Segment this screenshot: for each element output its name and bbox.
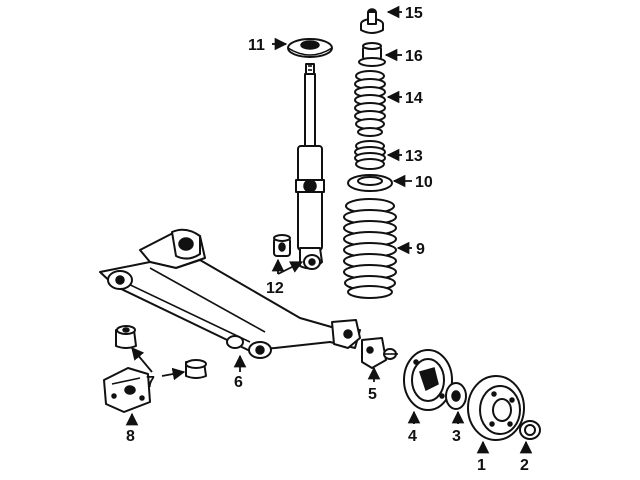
part-11-strut-mount — [287, 38, 333, 58]
callout-10: 10 — [415, 174, 433, 191]
part-3-bearing — [445, 382, 467, 410]
callout-4: 4 — [408, 428, 417, 445]
shock-absorber — [295, 63, 325, 270]
callout-1: 1 — [477, 457, 486, 474]
part-2-dust-cap — [519, 420, 541, 440]
part-1-brake-drum — [467, 375, 525, 441]
part-14-dust-boot — [354, 70, 386, 137]
part-9-coil-spring — [343, 198, 397, 299]
part-16-bump-stop — [358, 42, 386, 67]
callout-8: 8 — [126, 428, 135, 445]
part-8-bracket — [103, 367, 151, 413]
leader-lines — [125, 5, 533, 454]
callout-6: 6 — [234, 374, 243, 391]
callout-7: 7 — [146, 374, 155, 391]
part-6-axle-beam — [99, 228, 361, 359]
callout-11: 11 — [248, 37, 265, 54]
part-10-spring-seat — [347, 174, 393, 192]
callout-13: 13 — [405, 148, 423, 165]
callout-3: 3 — [452, 428, 461, 445]
part-12-bushings — [273, 234, 291, 257]
part-13-lower-boot — [354, 140, 386, 170]
callout-16: 16 — [405, 48, 423, 65]
callout-2: 2 — [520, 457, 529, 474]
callout-12: 12 — [266, 280, 284, 297]
part-4-backing-plate — [403, 349, 453, 411]
callout-9: 9 — [416, 241, 425, 258]
callout-14: 14 — [405, 90, 423, 107]
callout-15: 15 — [405, 5, 423, 22]
part-7-bushings — [115, 325, 207, 379]
part-5-stub-axle — [361, 337, 398, 369]
callout-5: 5 — [368, 386, 377, 403]
part-15-cap — [360, 8, 384, 34]
